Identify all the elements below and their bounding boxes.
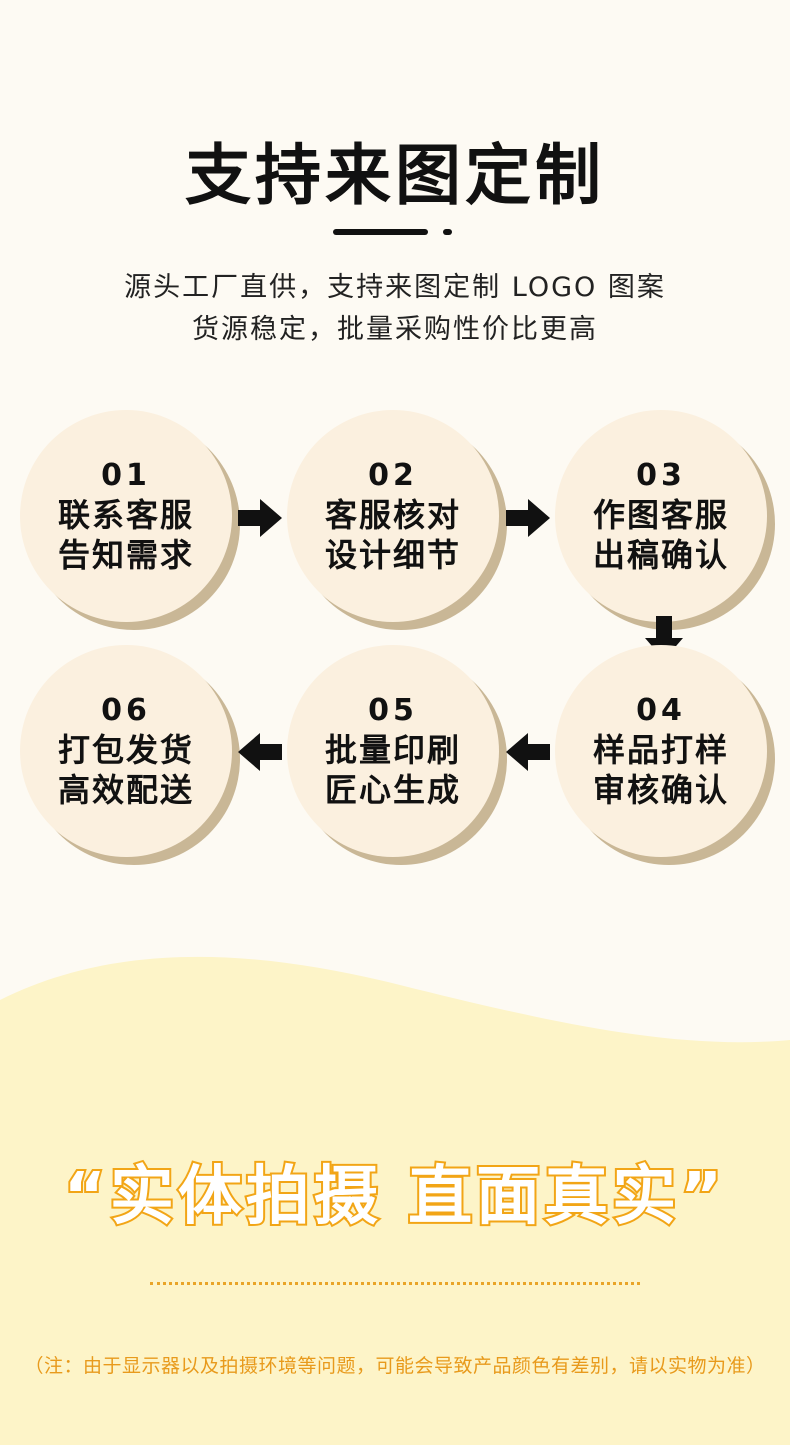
step-05: 05 批量印刷 匠心生成	[287, 645, 499, 857]
arrow-left-icon	[506, 733, 550, 771]
step-line-1: 联系客服	[57, 496, 194, 534]
title-underline	[333, 229, 428, 235]
step-line-1: 打包发货	[57, 731, 194, 769]
step-number: 05	[368, 693, 418, 728]
page-title: 支持来图定制	[185, 137, 605, 214]
step-number: 01	[101, 458, 151, 493]
step-line-2: 审核确认	[592, 771, 729, 809]
step-number: 02	[368, 458, 418, 493]
arrow-left-icon	[238, 733, 282, 771]
step-number: 03	[636, 458, 686, 493]
step-line-1: 样品打样	[592, 731, 729, 769]
disclaimer-note: （注：由于显示器以及拍摄环境等问题，可能会导致产品颜色有差别，请以实物为准）	[24, 1355, 766, 1377]
step-line-2: 出稿确认	[592, 536, 729, 574]
step-line-2: 高效配送	[57, 771, 194, 809]
step-04: 04 样品打样 审核确认	[555, 645, 767, 857]
step-03: 03 作图客服 出稿确认	[555, 410, 767, 622]
step-line-1: 批量印刷	[324, 731, 461, 769]
step-line-2: 设计细节	[324, 536, 461, 574]
step-line-1: 客服核对	[324, 496, 461, 534]
step-line-1: 作图客服	[592, 496, 729, 534]
step-02: 02 客服核对 设计细节	[287, 410, 499, 622]
step-number: 04	[636, 693, 686, 728]
step-number: 06	[101, 693, 151, 728]
step-06: 06 打包发货 高效配送	[20, 645, 232, 857]
arrow-right-icon	[506, 499, 550, 537]
wave-background	[0, 956, 790, 1445]
subtitle-line-1: 源头工厂直供，支持来图定制 LOGO 图案	[124, 272, 666, 303]
dotted-divider	[150, 1282, 640, 1285]
step-01: 01 联系客服 告知需求	[20, 410, 232, 622]
arrow-right-icon	[238, 499, 282, 537]
subtitle-line-2: 货源稳定，批量采购性价比更高	[192, 314, 598, 345]
slogan: “实体拍摄 直面真实”	[62, 1158, 727, 1236]
step-line-2: 告知需求	[57, 536, 194, 574]
title-underline-dot	[443, 229, 452, 235]
step-line-2: 匠心生成	[324, 771, 461, 809]
